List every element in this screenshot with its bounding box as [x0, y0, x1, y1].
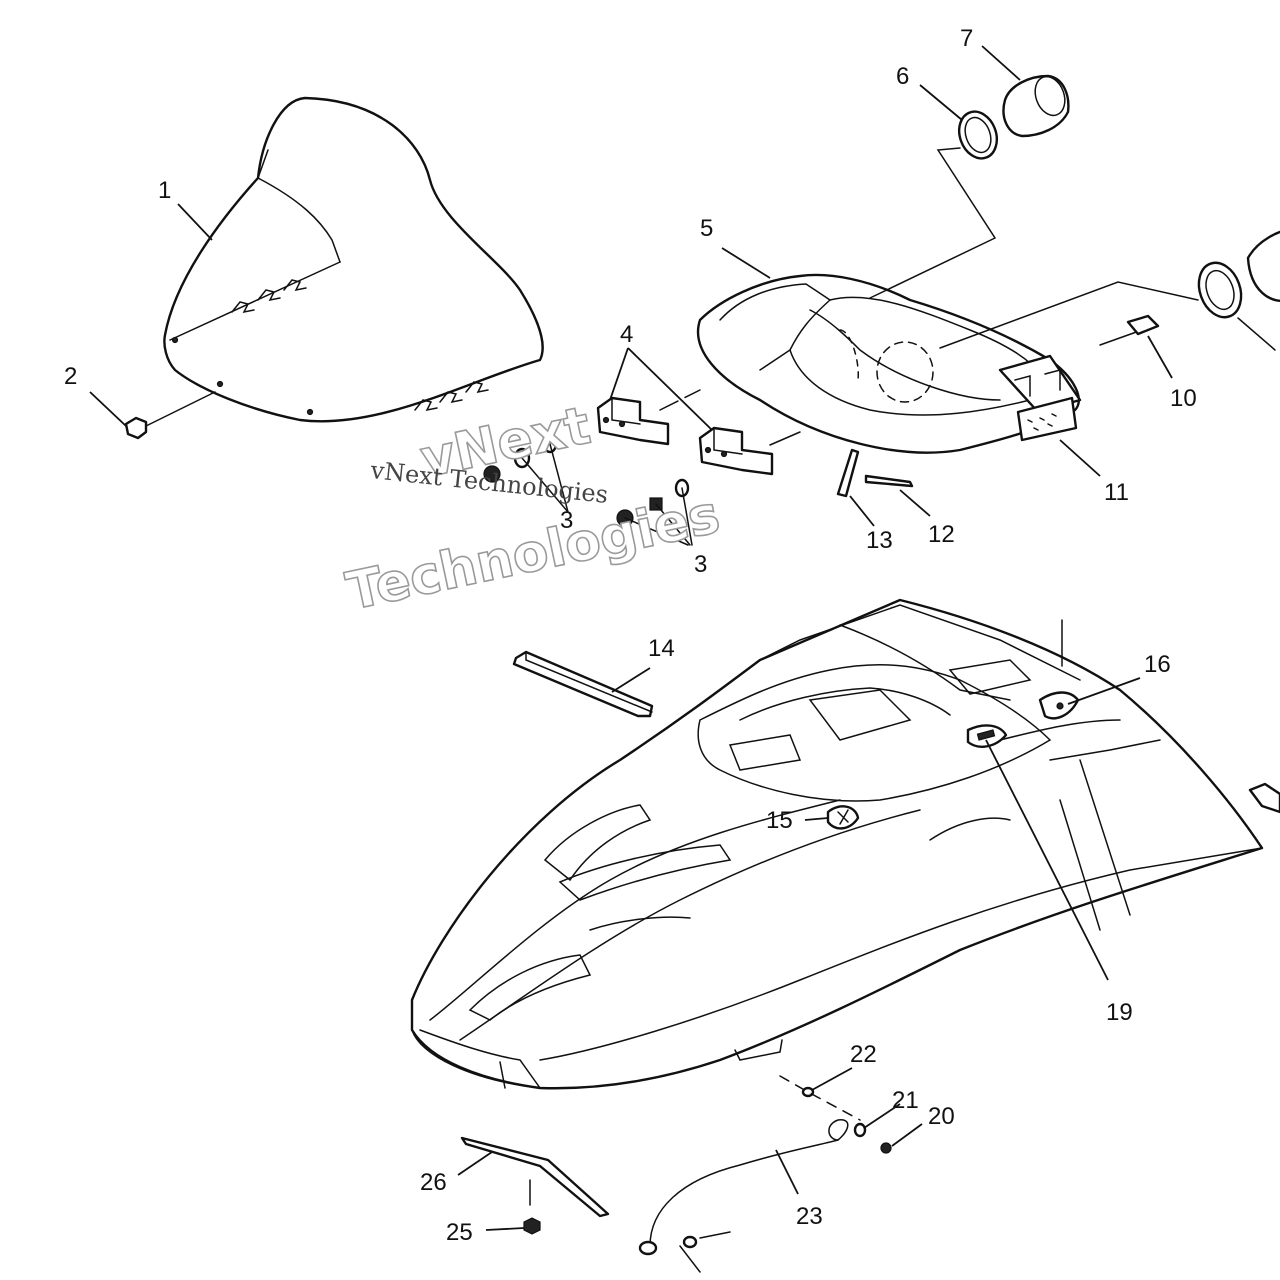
callout-19: 19	[1106, 999, 1133, 1026]
lead-15	[804, 817, 829, 821]
skid-plate	[457, 1136, 610, 1218]
callout-25: 25	[446, 1219, 473, 1246]
skid-plate-screw	[485, 1217, 541, 1235]
hood	[410, 598, 1280, 1090]
gauge-ring	[919, 84, 999, 160]
lead-1	[177, 203, 213, 241]
callout-12: 12	[928, 521, 955, 548]
lead-16	[1067, 677, 1141, 705]
clip	[836, 448, 875, 527]
foam-strip	[512, 650, 654, 718]
hardware-20-22	[779, 1067, 923, 1154]
callout-4: 4	[620, 321, 633, 348]
callout-15: 15	[766, 807, 793, 834]
callout-16: 16	[1144, 651, 1171, 678]
lead-11	[1059, 439, 1101, 477]
callout-5: 5	[700, 215, 713, 242]
watermark-line2: Technologies	[341, 485, 724, 623]
callout-20: 20	[928, 1103, 955, 1130]
callout-14: 14	[648, 635, 675, 662]
callout-26: 26	[420, 1169, 447, 1196]
instrument-console	[697, 247, 1082, 454]
tether-cable	[638, 1119, 849, 1273]
lead-2	[89, 391, 127, 427]
pin	[864, 474, 931, 517]
callout-2: 2	[64, 363, 77, 390]
callout-11: 11	[1104, 479, 1129, 506]
gauge-ring-right	[1197, 230, 1280, 351]
callout-3b: 3	[694, 551, 707, 578]
gauge-wire-2	[939, 281, 1199, 349]
callout-23: 23	[796, 1203, 823, 1230]
gauge-wire-1	[869, 147, 997, 299]
callout-13: 13	[866, 527, 893, 554]
bolt	[1099, 314, 1173, 379]
callout-21: 21	[892, 1087, 919, 1114]
callout-10: 10	[1170, 385, 1197, 412]
lead-19	[985, 739, 1109, 981]
gauge-body	[981, 45, 1070, 138]
windshield	[163, 96, 544, 423]
callout-1: 1	[158, 177, 171, 204]
callout-3a: 3	[560, 507, 573, 534]
windshield-screw	[124, 391, 216, 440]
mount-brackets	[596, 347, 801, 476]
callout-7: 7	[960, 25, 973, 52]
callout-6: 6	[896, 63, 909, 90]
callout-22: 22	[850, 1041, 877, 1068]
grommet-set	[483, 434, 693, 546]
